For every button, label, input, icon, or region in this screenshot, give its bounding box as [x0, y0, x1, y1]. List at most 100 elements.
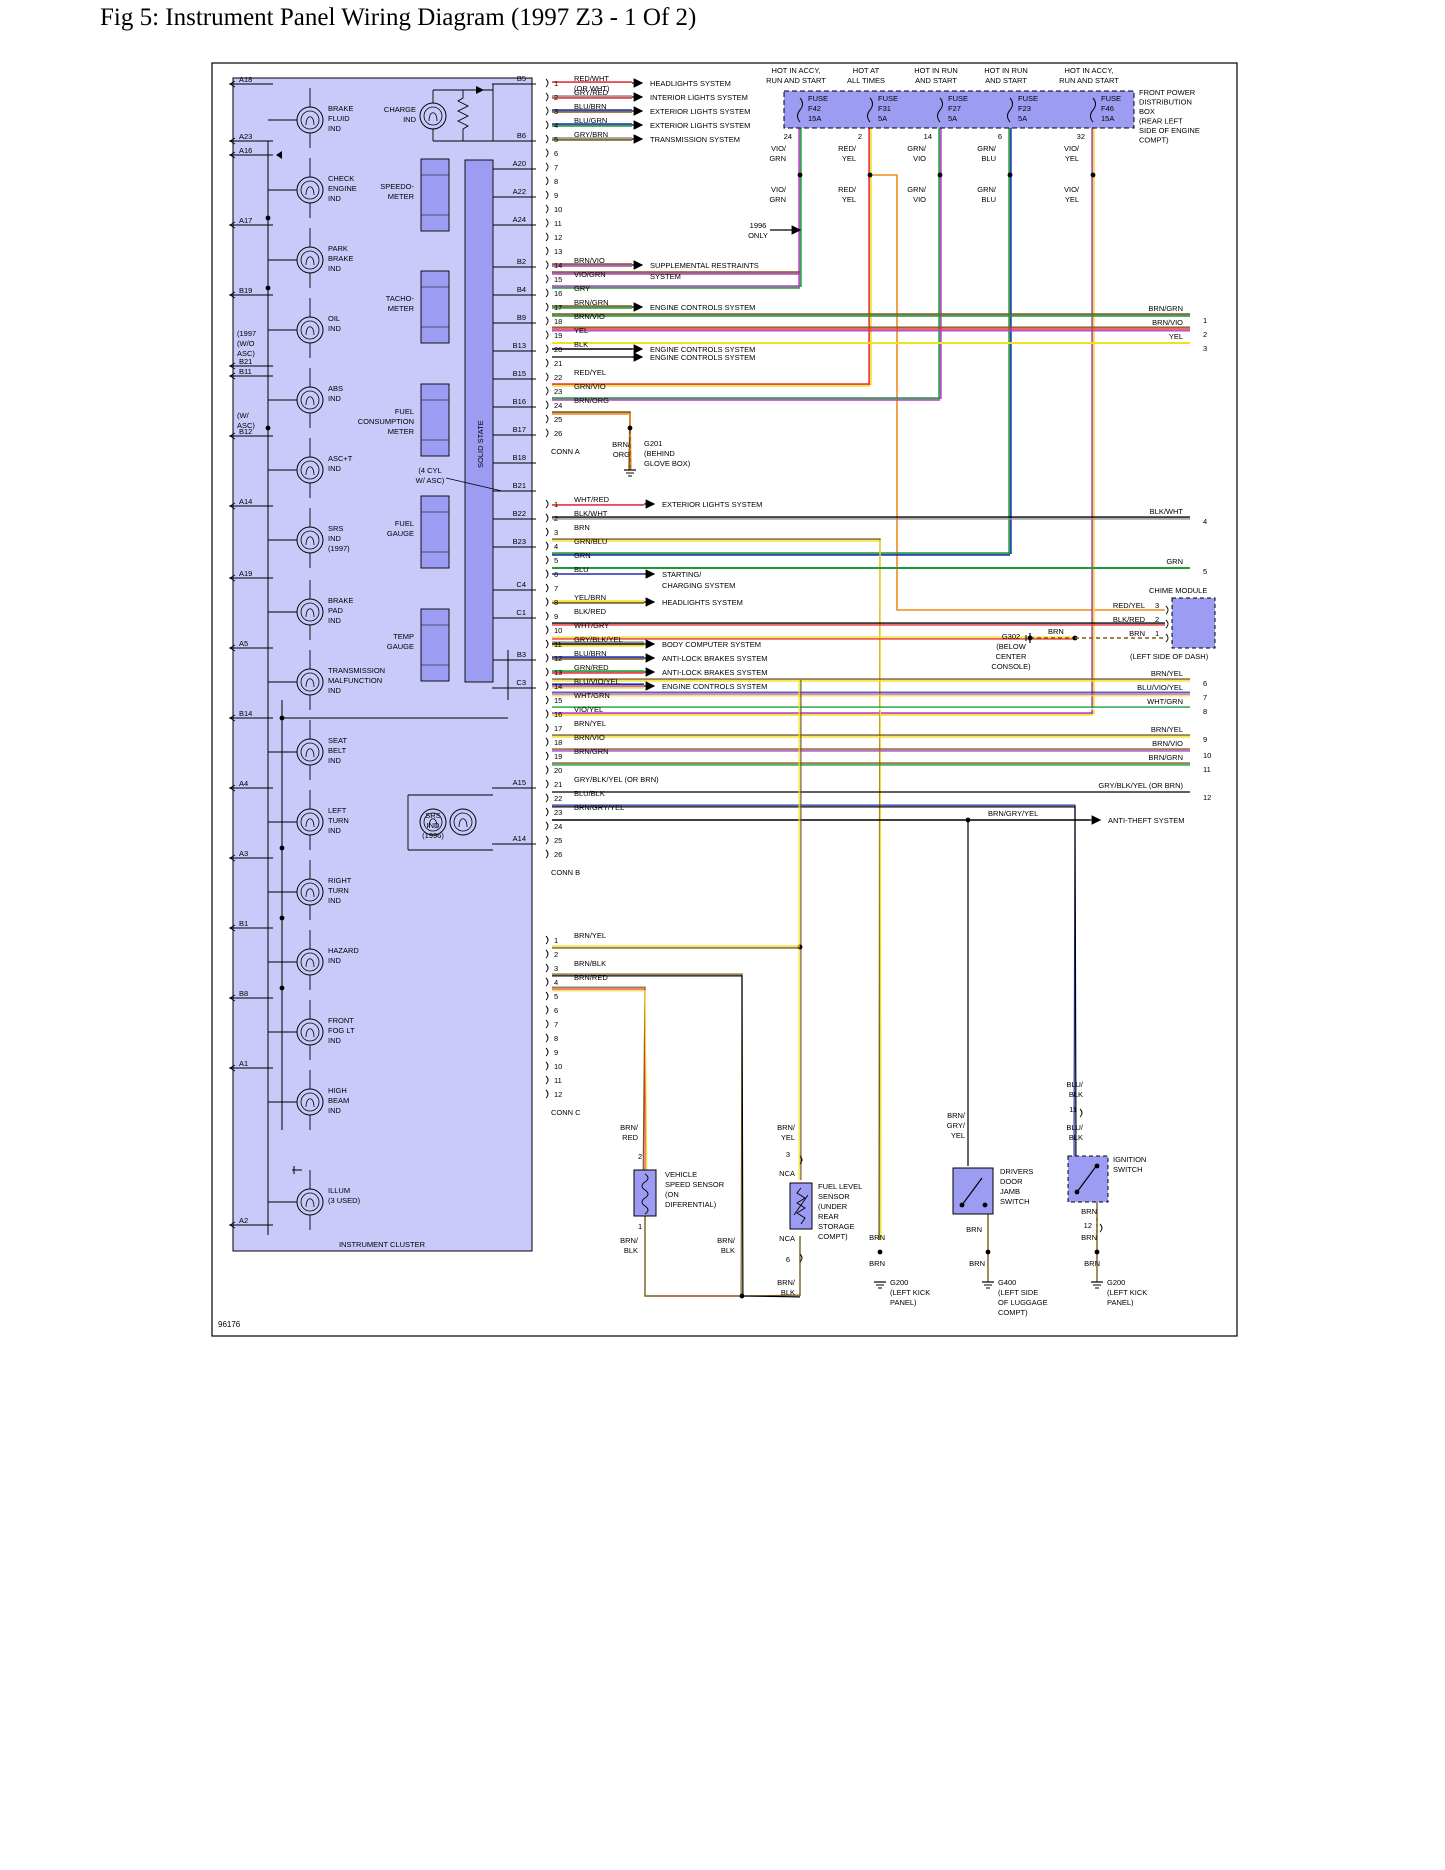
fuse-wire-label: GRN/ — [977, 144, 997, 153]
wire-blu-blk — [552, 804, 1076, 1123]
indicator-label: MALFUNCTION — [328, 676, 382, 685]
connector-pin-icon — [545, 991, 549, 1001]
splice-dot — [265, 215, 271, 221]
connector-pin-icon — [545, 793, 549, 803]
conn-b-pin-2: 2 — [554, 514, 558, 523]
right-pin-number: 4 — [1203, 517, 1207, 526]
fuse-label: 5A — [948, 114, 957, 123]
cluster-pin-B4: B4 — [517, 285, 526, 294]
bulb-filament — [300, 952, 320, 972]
cluster-pin-B11: B11 — [239, 367, 252, 376]
connector-pin-icon — [545, 176, 549, 186]
fuse-box-outline — [783, 90, 1135, 129]
srs-1996-bulb-icon — [449, 808, 477, 836]
solid-state-label: SOLID STATE — [476, 420, 485, 468]
g302-label: CONSOLE) — [991, 662, 1031, 671]
fuse-pin: 24 — [784, 132, 792, 141]
conn-b-wire-label: WHT/RED — [574, 495, 610, 504]
conn-b-wire-label: YEL/BRN — [574, 593, 606, 602]
cluster-pin-A20: A20 — [513, 159, 526, 168]
indicator-label: IND — [328, 534, 342, 543]
right-pin-number: 3 — [1203, 344, 1207, 353]
bulb-filament — [300, 530, 320, 550]
connector-pin-icon — [545, 106, 549, 116]
chime-pin: 3 — [1155, 601, 1159, 610]
connector-pin-icon — [545, 737, 549, 747]
fuse-pin: 14 — [924, 132, 932, 141]
indicator-label: BEAM — [328, 1096, 349, 1105]
cluster-pin-A24: A24 — [513, 215, 526, 224]
conn-a-pin-7: 7 — [554, 163, 558, 172]
connector-pin-icon — [545, 1005, 549, 1015]
right-wire-label: YEL — [1169, 332, 1183, 341]
ground-label: G200 — [1107, 1278, 1125, 1287]
cluster-note: ASC) — [237, 421, 255, 430]
conn-a-pin-16: 16 — [554, 289, 562, 298]
indicator-label: FOG LT — [328, 1026, 355, 1035]
anti-theft-wire-label: BRN/GRY/YEL — [988, 809, 1038, 818]
indicator-label: ILLUM — [328, 1186, 350, 1195]
fuse-hot-label: HOT AT — [853, 66, 880, 75]
gauge-label: CONSUMPTION — [358, 417, 414, 426]
ignition-label: SWITCH — [1113, 1165, 1143, 1174]
destination-label: BODY COMPUTER SYSTEM — [662, 640, 761, 649]
vss-label: SPEED SENSOR — [665, 1180, 725, 1189]
splice-dot — [1090, 172, 1096, 178]
fuse-wire-label: YEL — [1065, 154, 1079, 163]
indicator-label: IND — [328, 826, 342, 835]
conn-c-pin-5: 5 — [554, 992, 558, 1001]
connector-pin-icon — [1165, 619, 1169, 629]
conn-a-pin-15: 15 — [554, 275, 562, 284]
fuse-wire-label: GRN/ — [907, 185, 927, 194]
right-wire-label: BRN/YEL — [1151, 725, 1183, 734]
destination-label: SUPPLEMENTAL RESTRAINTS — [650, 261, 759, 270]
gauge-coil — [420, 383, 450, 457]
fuse-icon — [797, 97, 803, 123]
srs-1996-label: (1996) — [422, 831, 444, 840]
connector-pin-icon — [545, 611, 549, 621]
conn-c-pin-3: 3 — [554, 964, 558, 973]
door-switch-label: DRIVERS — [1000, 1167, 1033, 1176]
connector-pin-icon — [545, 695, 549, 705]
pin-arrow-icon — [229, 432, 236, 440]
conn-b-pin-24: 24 — [554, 822, 562, 831]
pin-arrow-icon — [229, 291, 236, 299]
bulb-filament-loop — [305, 818, 315, 828]
indicator-label: (1997) — [328, 544, 350, 553]
conn-a-wire-label: GRY — [574, 284, 590, 293]
fuse-hot-label: AND START — [985, 76, 1027, 85]
splice-dot — [1094, 1163, 1100, 1169]
conn-b-pin-16: 16 — [554, 710, 562, 719]
fuse-wire-label: YEL — [1065, 195, 1079, 204]
connector-pin-icon — [799, 1253, 803, 1263]
cluster-pin-B8: B8 — [239, 989, 248, 998]
conn-b-wire-label: GRN — [574, 551, 591, 560]
connector-pin-icon — [545, 569, 549, 579]
vss-wire-label: BRN/ — [620, 1123, 639, 1132]
right-wire-label: GRN — [1166, 557, 1183, 566]
cluster-pin-A3: A3 — [239, 849, 248, 858]
conn-b-wire-label: WHT/GRN — [574, 691, 610, 700]
pin-arrow-icon — [229, 574, 236, 582]
chime-module-label: CHIME MODULE — [1149, 586, 1207, 595]
fuse-label: 5A — [878, 114, 887, 123]
ground-label: PANEL) — [1107, 1298, 1134, 1307]
resistor-icon — [456, 90, 470, 141]
cluster-pin-B21: B21 — [513, 481, 526, 490]
conn-b-pin-23: 23 — [554, 808, 562, 817]
conn-c-label: CONN C — [551, 1108, 581, 1117]
indicator-label: ABS — [328, 384, 343, 393]
conn-b-pin-14: 14 — [554, 682, 562, 691]
splice-dot — [937, 172, 943, 178]
conn-b-pin-9: 9 — [554, 612, 558, 621]
fuse-pin: 6 — [998, 132, 1002, 141]
indicator-label: BELT — [328, 746, 347, 755]
conn-a-wire-label: RED/WHT — [574, 74, 609, 83]
wire-brn-blk-c — [552, 975, 801, 1298]
conn-a-wire-label: BLU/BRN — [574, 102, 607, 111]
pin-arrow-icon — [229, 644, 236, 652]
conn-b-wire-label: BRN — [574, 523, 590, 532]
bulb-filament — [300, 1092, 320, 1112]
cluster-pin-B9: B9 — [517, 313, 526, 322]
